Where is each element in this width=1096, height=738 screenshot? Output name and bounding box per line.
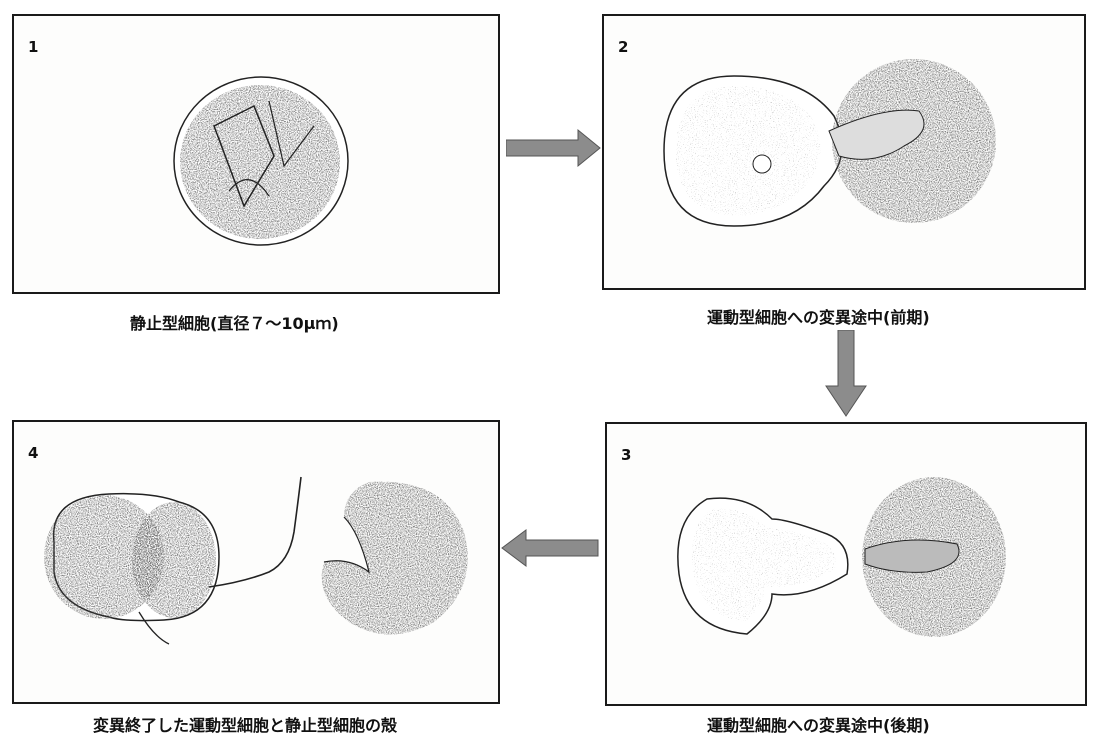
motile-cell-and-shell-illustration — [14, 422, 498, 702]
caption-panel-1: 静止型細胞(直径７～10μｍ) — [130, 310, 339, 334]
panel-1: 1 — [12, 14, 500, 294]
caption-panel-4: 変異終了した運動型細胞と静止型細胞の殻 — [93, 712, 397, 736]
arrow-left-icon — [500, 528, 600, 568]
caption-panel-3: 運動型細胞への変異途中(後期) — [707, 712, 930, 736]
resting-cell-illustration — [14, 16, 498, 292]
arrow-right-icon — [506, 128, 602, 168]
transforming-cell-late-illustration — [607, 424, 1085, 704]
panel-2: 2 — [602, 14, 1086, 290]
arrow-down-icon — [824, 330, 868, 418]
caption-panel-2: 運動型細胞への変異途中(前期) — [707, 304, 930, 328]
panel-4: 4 — [12, 420, 500, 704]
panel-3: 3 — [605, 422, 1087, 706]
transforming-cell-early-illustration — [604, 16, 1084, 288]
